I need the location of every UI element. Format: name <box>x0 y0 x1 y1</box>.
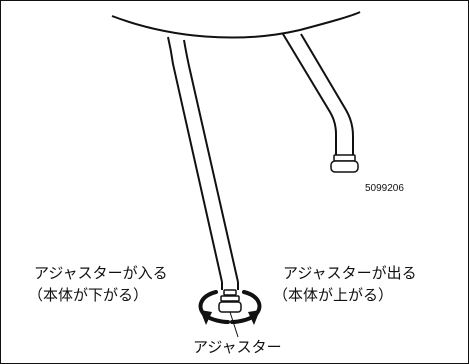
rotate-arrow-left <box>198 290 230 325</box>
back-adjuster <box>333 154 356 162</box>
right-callout-line1: アジャスターが出る <box>283 264 417 282</box>
left-callout-line1: アジャスターが入る <box>34 264 168 282</box>
front-adjuster <box>218 289 242 313</box>
left-callout-line2: （本体が下がる） <box>28 286 149 304</box>
front-leg <box>167 36 239 290</box>
adjuster-label: アジャスター <box>193 338 282 356</box>
rotate-arrow-right <box>230 290 262 325</box>
leader-line <box>229 311 239 338</box>
figure-code: 5099206 <box>365 183 404 194</box>
back-leg <box>282 33 359 173</box>
right-callout-line2: （本体が上がる） <box>273 286 394 304</box>
chair-body-outline <box>111 11 361 39</box>
